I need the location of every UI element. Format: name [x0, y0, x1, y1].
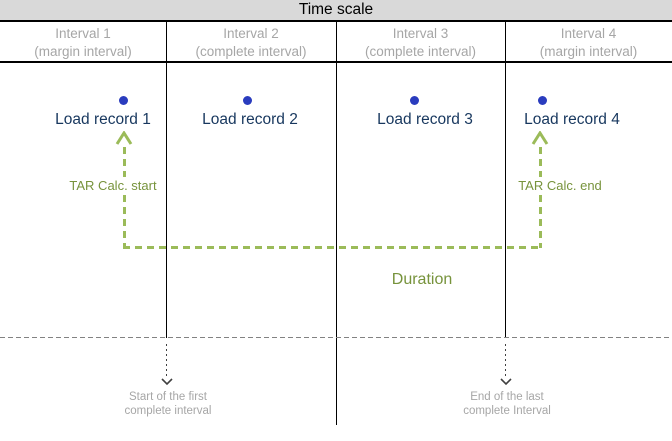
- interval-3-kind: (complete interval): [364, 44, 477, 59]
- bottom-dashed-line: [0, 337, 672, 339]
- tar-end-arrowhead-icon: [531, 131, 549, 145]
- end-footnote: End of the last complete Interval: [463, 390, 551, 418]
- start-footnote-line2: complete interval: [124, 405, 212, 417]
- load-record-3-dot: [409, 95, 419, 105]
- start-footnote-line1: Start of the first: [129, 391, 207, 403]
- interval-2-kind: (complete interval): [195, 44, 307, 59]
- tar-start-dashed-line: [122, 147, 126, 248]
- interval-1-name: Interval 1: [55, 26, 111, 41]
- title-bar: Time scale: [0, 0, 672, 22]
- tar-start-label: TAR Calc. start: [66, 177, 160, 194]
- interval-4-header: Interval 4 (margin interval): [505, 25, 672, 61]
- start-footnote: Start of the first complete interval: [125, 390, 212, 418]
- interval-boundary-1-2: [165, 21, 168, 338]
- load-record-3-label: Load record 3: [377, 111, 473, 128]
- tar-end-dashed-line: [538, 147, 542, 248]
- load-record-1-dot: [118, 95, 128, 105]
- load-record-1-label: Load record 1: [55, 111, 151, 128]
- end-footnote-line2: complete Interval: [463, 405, 551, 417]
- interval-boundary-2-3: [335, 21, 338, 425]
- end-pointer-arrowhead-icon: [500, 378, 512, 386]
- diagram-title: Time scale: [298, 1, 374, 18]
- interval-4-name: Interval 4: [560, 26, 617, 41]
- interval-3-name: Interval 3: [392, 26, 449, 41]
- interval-3-header: Interval 3 (complete interval): [336, 25, 505, 61]
- interval-1-header: Interval 1 (margin interval): [0, 25, 166, 61]
- interval-4-kind: (margin interval): [539, 44, 638, 59]
- tar-start-arrowhead-icon: [115, 131, 133, 145]
- load-record-2-dot: [242, 95, 252, 105]
- end-pointer-line: [504, 344, 507, 378]
- load-record-4-label: Load record 4: [524, 111, 620, 128]
- load-record-2-label: Load record 2: [202, 111, 298, 128]
- duration-dashed-line: [123, 245, 541, 249]
- tar-end-label: TAR Calc. end: [515, 177, 605, 194]
- end-footnote-line1: End of the last: [470, 391, 544, 403]
- load-record-4-dot: [537, 95, 547, 105]
- duration-label: Duration: [391, 271, 453, 288]
- interval-2-name: Interval 2: [223, 26, 279, 41]
- start-pointer-arrowhead-icon: [161, 378, 173, 386]
- interval-2-header: Interval 2 (complete interval): [166, 25, 336, 61]
- interval-boundary-3-4: [504, 21, 507, 338]
- start-pointer-line: [165, 344, 168, 378]
- interval-1-kind: (margin interval): [34, 44, 132, 59]
